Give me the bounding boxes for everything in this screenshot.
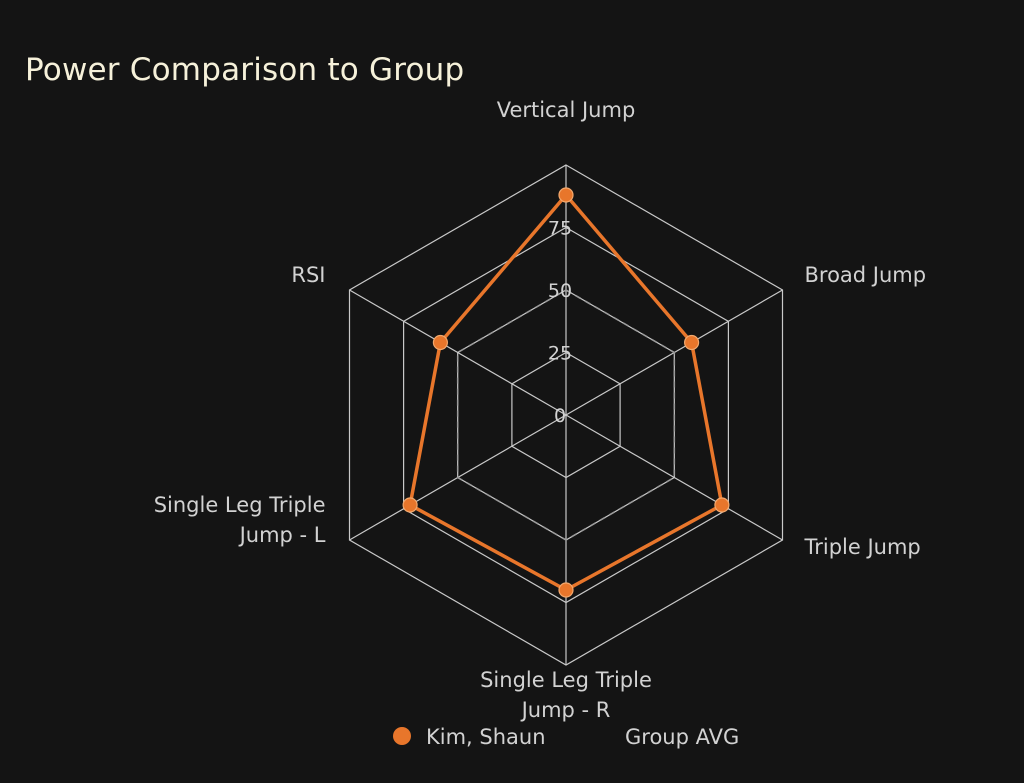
axis-label-line: RSI xyxy=(291,263,325,287)
axis-label-broad-jump: Broad Jump xyxy=(805,263,927,287)
group-avg-series xyxy=(456,289,676,541)
legend-marker-athlete xyxy=(393,727,411,745)
athlete-point-0[interactable] xyxy=(558,187,574,203)
legend-item-group-avg[interactable]: Group AVG xyxy=(625,725,739,749)
grid-spoke-5 xyxy=(349,289,567,416)
axis-label-line: Triple Jump xyxy=(804,535,921,559)
axis-label-line: Single Leg Triple xyxy=(480,668,652,692)
legend[interactable]: Kim, Shaun Group AVG xyxy=(393,725,739,749)
chart-title: Power Comparison to Group xyxy=(25,52,465,88)
axis-label-line: Jump - L xyxy=(238,523,326,547)
tick-label-75: 75 xyxy=(548,218,572,240)
axis-label-vertical-jump: Vertical Jump xyxy=(497,98,636,122)
athlete-point-1[interactable] xyxy=(683,334,700,351)
radial-tick-labels: 0 25 50 75 xyxy=(548,218,572,428)
axis-label-line: Broad Jump xyxy=(805,263,927,287)
axis-label-line: Vertical Jump xyxy=(497,98,636,122)
axis-label-line: Jump - R xyxy=(520,698,611,722)
legend-label-group-avg: Group AVG xyxy=(625,725,739,749)
axis-label-triple-jump: Triple Jump xyxy=(804,535,921,559)
athlete-point-5[interactable] xyxy=(432,334,448,351)
grid-spoke-2 xyxy=(565,414,783,541)
axis-label-rsi: RSI xyxy=(291,263,325,287)
athlete-point-2[interactable] xyxy=(714,497,730,513)
axis-label-line: Single Leg Triple xyxy=(154,493,326,517)
group-avg-line xyxy=(456,289,676,541)
tick-label-50: 50 xyxy=(548,280,572,302)
tick-label-0: 0 xyxy=(554,405,566,427)
athlete-series xyxy=(402,187,730,598)
tick-label-25: 25 xyxy=(548,343,572,365)
legend-item-athlete[interactable]: Kim, Shaun xyxy=(393,725,546,749)
athlete-point-4[interactable] xyxy=(402,497,418,513)
legend-label-athlete: Kim, Shaun xyxy=(426,725,546,749)
athlete-point-3[interactable] xyxy=(558,582,574,598)
